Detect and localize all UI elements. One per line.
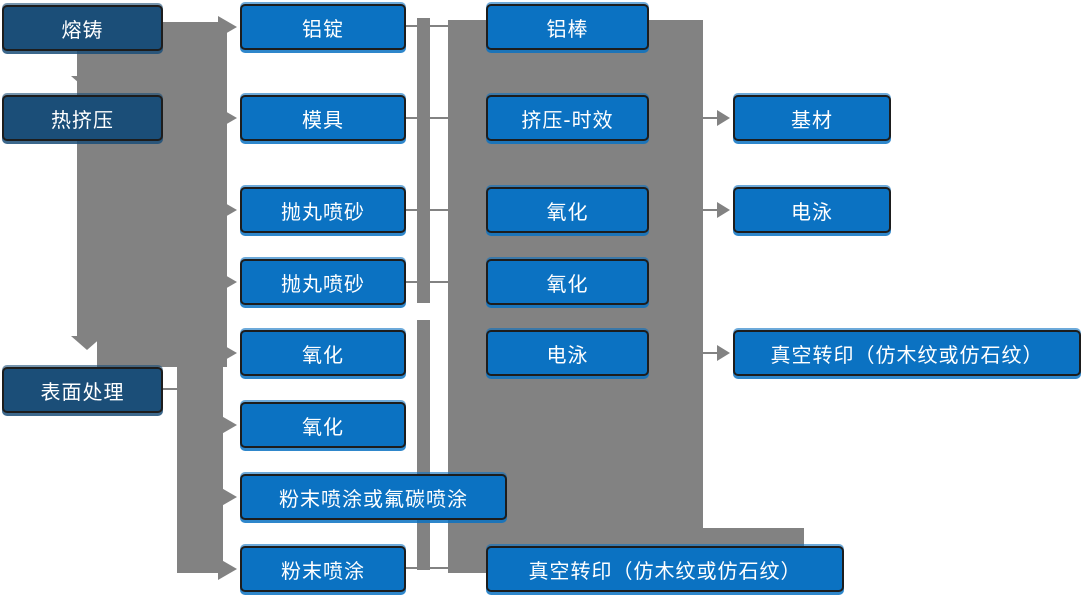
right-arrowhead-row5 [218, 342, 237, 364]
link-surface-treatment-stub [163, 388, 185, 390]
node-label: 氧化 [302, 342, 344, 367]
down-arrowhead-to-surface-treatment [71, 336, 103, 350]
node-oxidation-3: 氧化 [486, 187, 649, 233]
line-to-electrophoresis [703, 209, 720, 211]
node-label: 铝锭 [302, 16, 344, 41]
node-extrusion-aging: 挤压-时效 [486, 95, 649, 141]
right-arrowhead-row7 [218, 486, 237, 508]
node-electrophoresis-1: 电泳 [486, 330, 649, 376]
connector-bar-upper [417, 18, 430, 303]
link-blasting1-to-oxidation [406, 209, 486, 211]
link-powder-to-vacuum-transfer [406, 567, 486, 569]
node-aluminum-rod: 铝棒 [486, 4, 649, 50]
node-label: 铝棒 [546, 16, 589, 41]
line-to-vacuum-transfer [703, 352, 720, 354]
node-label: 表面处理 [40, 379, 125, 404]
node-label: 粉末喷涂 [281, 558, 365, 583]
down-arrow-shaft [77, 48, 97, 340]
node-oxidation-2: 氧化 [240, 402, 406, 448]
node-label: 真空转印（仿木纹或仿石纹） [528, 558, 802, 583]
trunk-left-upper [97, 22, 227, 367]
node-label: 氧化 [302, 414, 344, 439]
node-vacuum-transfer-print-1: 真空转印（仿木纹或仿石纹） [486, 546, 844, 592]
node-label: 熔铸 [61, 17, 104, 42]
right-arrowhead-row6 [218, 414, 237, 436]
link-mold-to-extrusion-aging [404, 117, 486, 119]
connector-bar-lower [417, 320, 430, 570]
node-melting-casting: 熔铸 [2, 5, 163, 51]
line-to-substrate [703, 117, 720, 119]
node-powder-coating: 粉末喷涂 [240, 546, 406, 592]
node-label: 热挤压 [51, 107, 114, 132]
node-hot-extrusion: 热挤压 [2, 95, 163, 141]
node-shot-blasting-1: 抛丸喷砂 [240, 187, 406, 233]
node-label: 电泳 [546, 342, 589, 367]
node-label: 粉末喷涂或氟碳喷涂 [279, 486, 468, 511]
arrowhead-to-electrophoresis [717, 202, 730, 218]
node-label: 氧化 [546, 199, 589, 224]
down-arrowhead-to-hot-extrusion [71, 76, 103, 90]
node-label: 挤压-时效 [521, 107, 614, 132]
node-electrophoresis-2: 电泳 [733, 187, 891, 233]
link-blasting2-to-oxidation [406, 281, 486, 283]
node-powder-or-fluorocarbon-coating: 粉末喷涂或氟碳喷涂 [240, 474, 507, 520]
arrowhead-to-substrate [717, 110, 730, 126]
right-arrowhead-row1 [218, 16, 237, 38]
node-surface-treatment: 表面处理 [2, 367, 163, 413]
right-arrowhead-row3 [218, 199, 237, 221]
node-substrate: 基材 [733, 95, 891, 141]
right-arrowhead-row4 [218, 271, 237, 293]
trunk-left-lower [177, 367, 223, 573]
arrowhead-to-vacuum-transfer [717, 345, 730, 361]
node-label: 抛丸喷砂 [281, 271, 365, 296]
node-label: 模具 [302, 107, 344, 132]
link-ingot-to-rod [404, 25, 486, 27]
node-oxidation-1: 氧化 [240, 330, 406, 376]
right-arrowhead-row2 [218, 107, 237, 129]
node-label: 抛丸喷砂 [281, 199, 365, 224]
node-aluminum-ingot: 铝锭 [240, 4, 406, 50]
node-mold: 模具 [240, 95, 406, 141]
node-oxidation-4: 氧化 [486, 259, 649, 305]
node-shot-blasting-2: 抛丸喷砂 [240, 259, 406, 305]
node-label: 电泳 [791, 199, 833, 224]
node-vacuum-transfer-print-2: 真空转印（仿木纹或仿石纹） [733, 330, 1081, 376]
node-label: 基材 [791, 107, 833, 132]
node-label: 氧化 [546, 271, 589, 296]
right-arrowhead-row8 [218, 558, 237, 580]
node-label: 真空转印（仿木纹或仿石纹） [770, 342, 1044, 367]
